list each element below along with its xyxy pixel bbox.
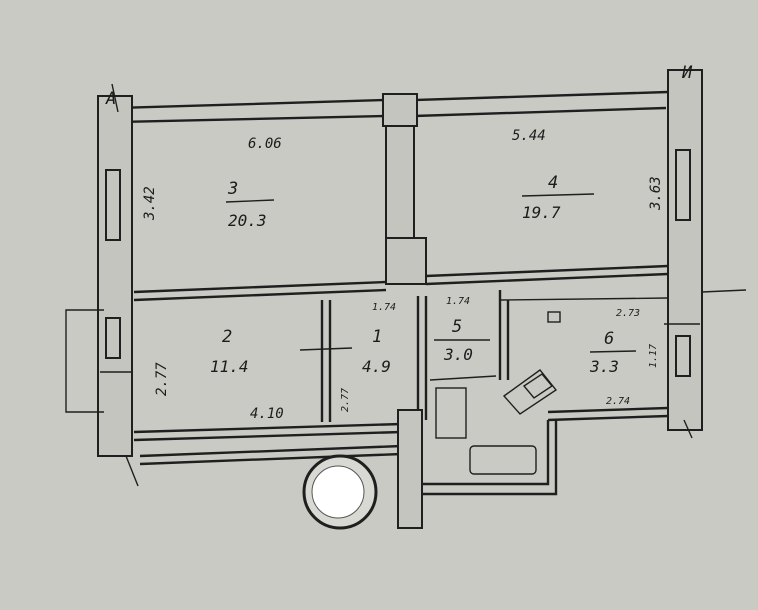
room-2-length: 4.10 — [250, 406, 284, 422]
room-3-length: 6.06 — [248, 136, 282, 152]
room-5-length: 1.74 — [446, 296, 470, 307]
room-1-width: 2.77 — [340, 388, 351, 412]
room-6-number: 6 — [604, 329, 614, 349]
room-4: 5.44 3.63 4 19.7 — [512, 128, 664, 222]
room-2-area: 11.4 — [210, 357, 249, 376]
room-6-width: 1.17 — [648, 344, 659, 368]
room-3-number: 3 — [227, 179, 238, 199]
room-3-width: 3.42 — [142, 186, 158, 221]
room-4-width: 3.63 — [648, 176, 664, 211]
room-3: 6.06 3.42 3 20.3 — [142, 136, 282, 230]
room-6-area: 3.3 — [589, 357, 619, 376]
ventilation-circle — [302, 454, 378, 530]
room-6: 2.73 6 3.3 2.74 1.17 — [589, 308, 659, 407]
room-6-length-top: 2.73 — [616, 308, 640, 319]
room-1-length: 1.74 — [372, 302, 396, 313]
room-1: 1.74 1 4.9 2.77 — [340, 302, 396, 412]
walls — [65, 69, 747, 529]
axis-marker-right: И — [681, 63, 693, 83]
room-5-number: 5 — [452, 317, 462, 337]
room-5: 1.74 5 3.0 — [443, 296, 473, 364]
room-2-width: 2.77 — [154, 362, 170, 396]
room-6-length-bottom: 2.74 — [606, 396, 630, 407]
room-5-area: 3.0 — [443, 345, 473, 364]
room-4-number: 4 — [548, 173, 558, 193]
room-2: 2 11.4 4.10 2.77 — [154, 327, 284, 422]
room-1-area: 4.9 — [362, 357, 391, 376]
room-1-number: 1 — [372, 327, 382, 347]
room-4-area: 19.7 — [522, 203, 561, 222]
room-3-area: 20.3 — [228, 211, 267, 230]
room-4-length: 5.44 — [512, 128, 546, 144]
axis-marker-left: А — [105, 89, 116, 109]
room-2-number: 2 — [222, 327, 232, 347]
